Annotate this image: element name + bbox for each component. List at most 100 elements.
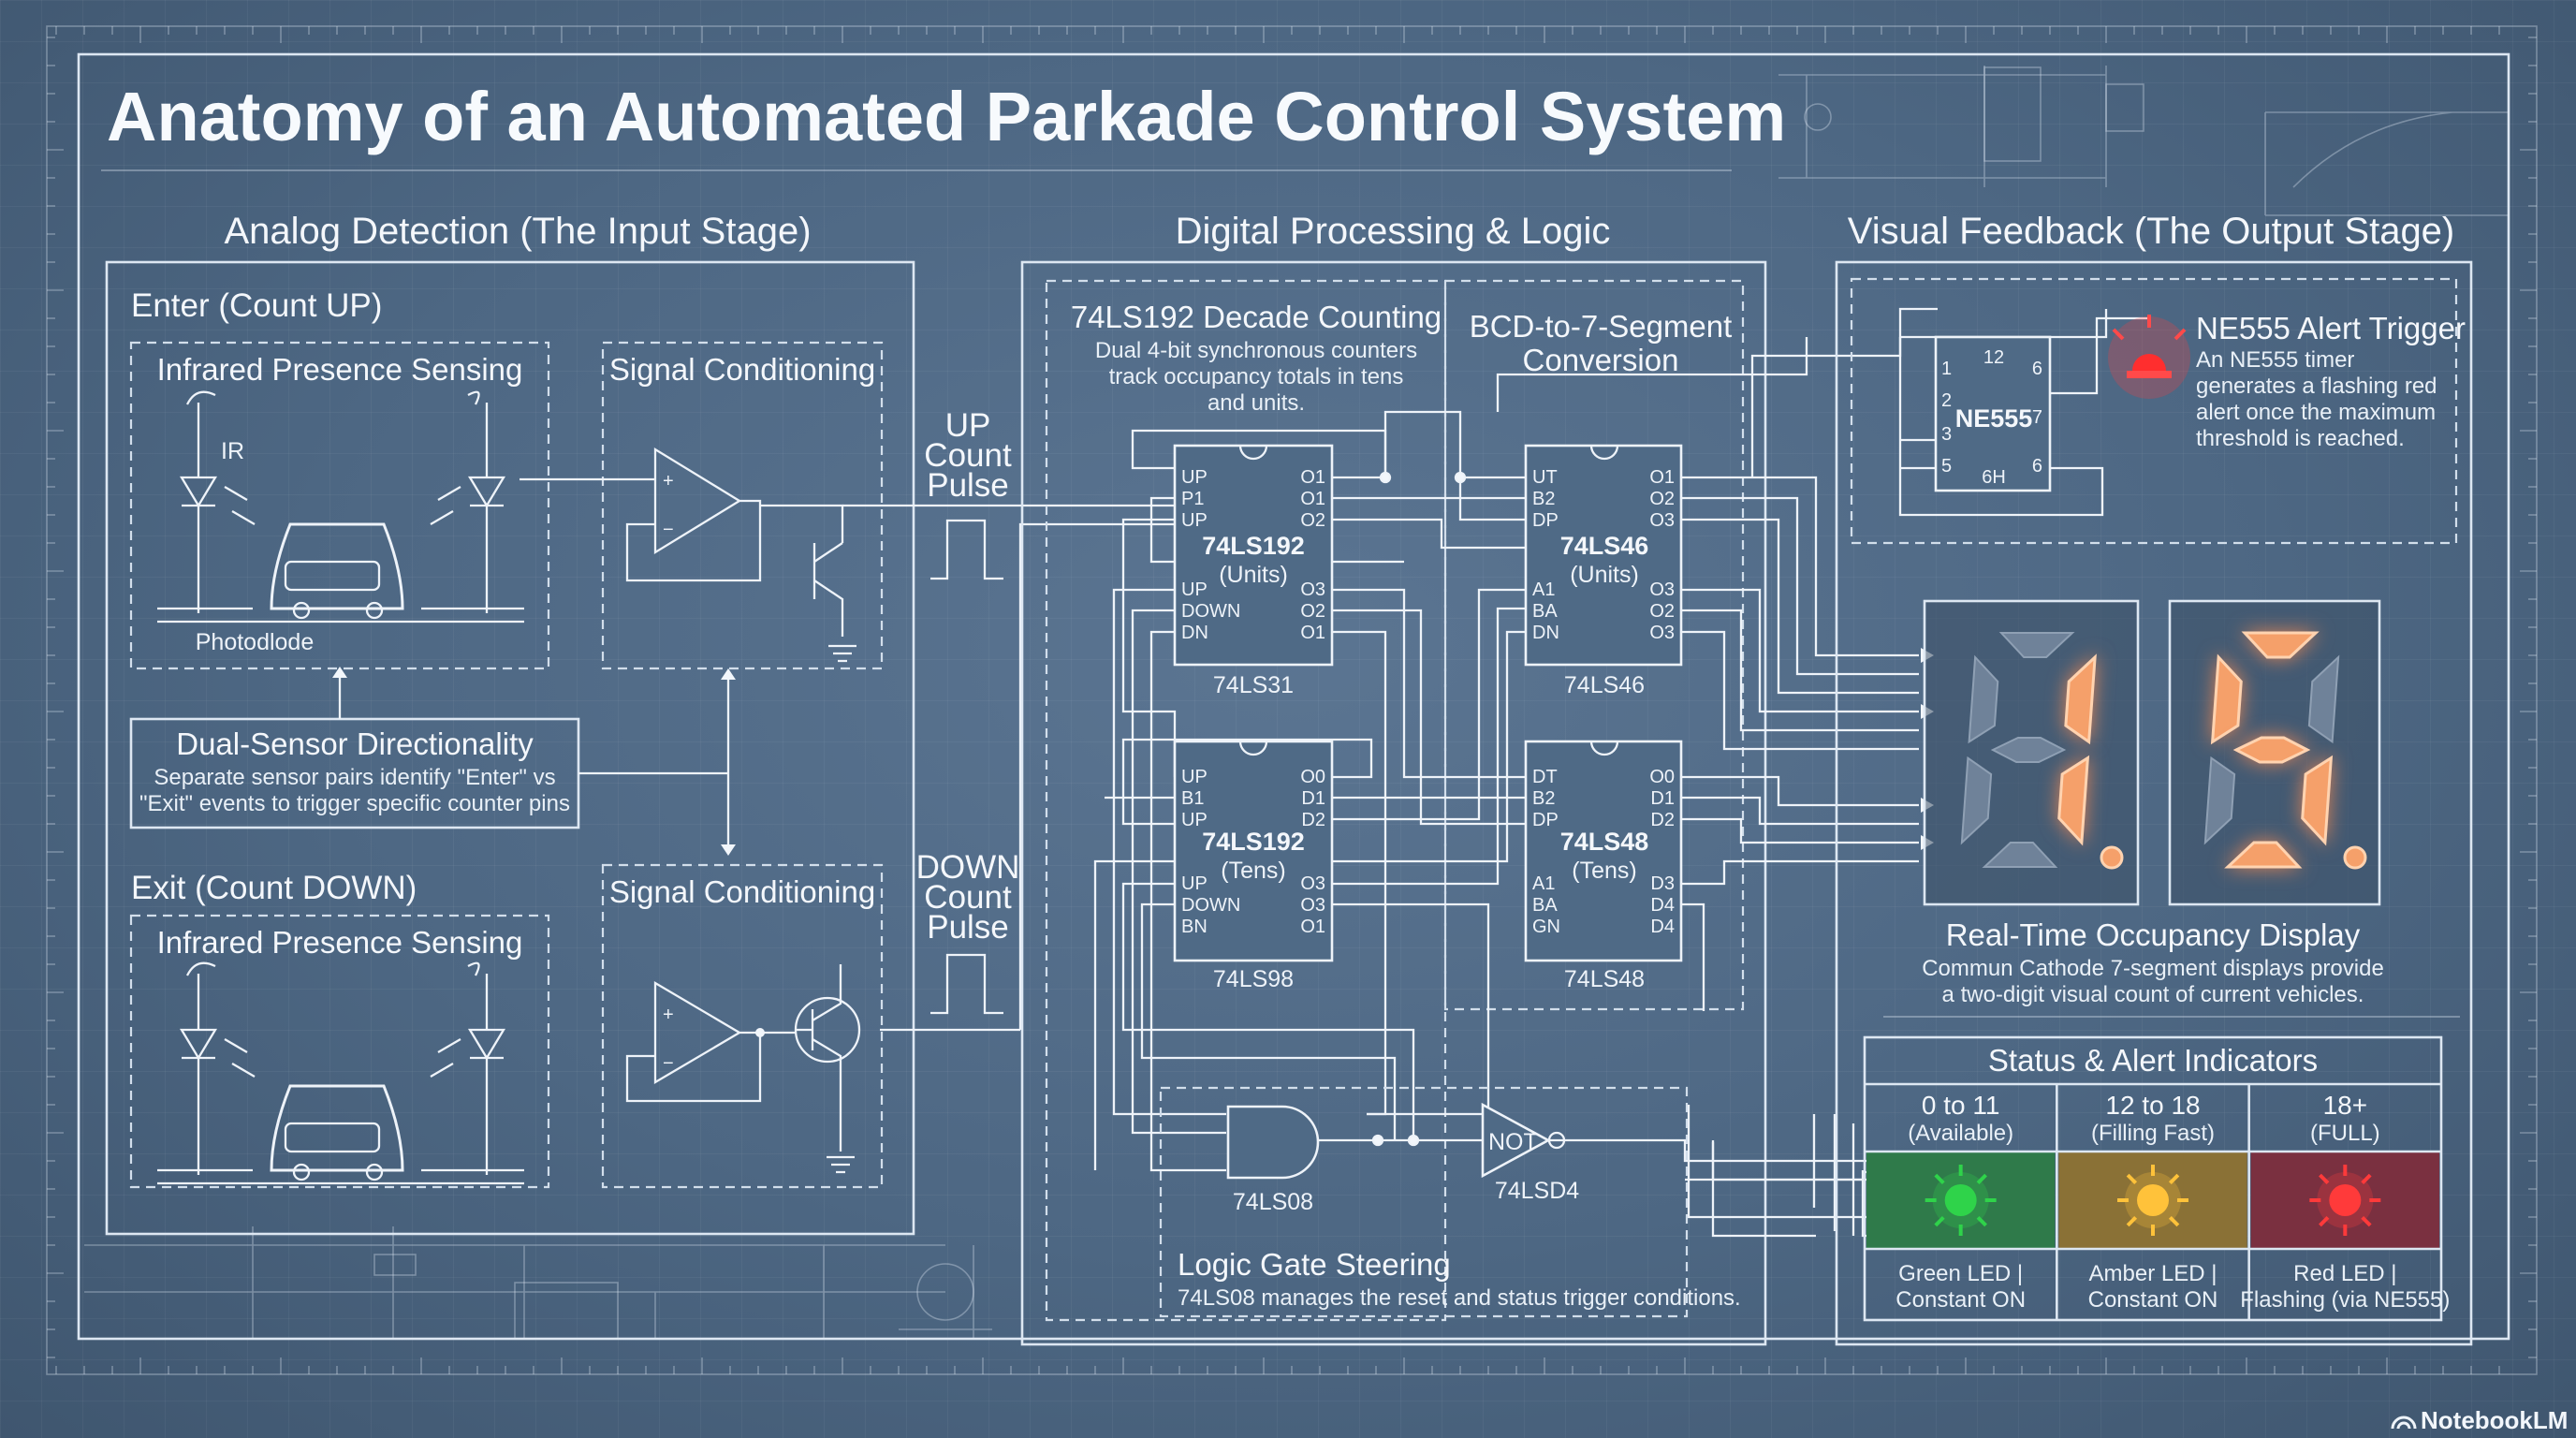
- svg-text:(Units): (Units): [1219, 562, 1288, 588]
- svg-text:B2: B2: [1532, 489, 1555, 509]
- svg-text:DOWN: DOWN: [1181, 895, 1240, 916]
- enter-ir-box: [129, 341, 550, 670]
- input-stage-frame: [105, 260, 915, 1236]
- svg-text:74LS46: 74LS46: [1564, 672, 1645, 698]
- svg-text:DP: DP: [1532, 810, 1559, 830]
- ir-label: IR: [221, 438, 244, 464]
- svg-text:A1: A1: [1532, 873, 1555, 894]
- segment-e: [2203, 756, 2236, 845]
- alert-beacon-icon: [2108, 315, 2190, 399]
- svg-text:O1: O1: [1649, 467, 1675, 488]
- svg-text:74LS48: 74LS48: [1564, 966, 1645, 992]
- segment-e: [1960, 756, 1993, 845]
- background-schematic-bottom: [84, 1226, 992, 1340]
- status-mode: Constant ON: [1895, 1287, 2026, 1313]
- svg-text:2: 2: [1941, 390, 1952, 411]
- ne555-title: NE555 Alert Trigger: [2196, 311, 2466, 345]
- svg-text:O3: O3: [1649, 580, 1675, 600]
- status-table: [1863, 1035, 2443, 1322]
- decimal-point: [2100, 845, 2124, 870]
- display-desc-1: Commun Cathode 7-segment displays provid…: [1922, 956, 2384, 981]
- status-led: Amber LED |: [2089, 1261, 2217, 1286]
- svg-text:D1: D1: [1301, 788, 1325, 809]
- svg-text:74LS192: 74LS192: [1202, 532, 1305, 560]
- status-state: (FULL): [2310, 1121, 2380, 1146]
- status-state: (Available): [1908, 1121, 2013, 1146]
- status-range: 18+: [2323, 1091, 2368, 1120]
- ruler-ticks: [47, 26, 2537, 1374]
- svg-text:P1: P1: [1181, 489, 1204, 509]
- section-input-title: Analog Detection (The Input Stage): [224, 211, 811, 252]
- counting-desc-1: Dual 4-bit synchronous counters: [1095, 338, 1417, 363]
- segment-a: [1998, 632, 2075, 658]
- steering-desc: 74LS08 manages the reset and status trig…: [1178, 1285, 1741, 1311]
- digit-units: [2203, 631, 2367, 870]
- svg-text:D4: D4: [1650, 895, 1675, 916]
- down-pulse-wave: [930, 953, 1003, 1015]
- enter-signal-title: Signal Conditioning: [609, 352, 875, 387]
- up-pulse-label-3: Pulse: [927, 467, 1009, 504]
- ne555-desc-2: generates a flashing red: [2196, 374, 2437, 399]
- svg-text:UT: UT: [1532, 467, 1558, 488]
- ne555-chip: 1 2 3 5 12 6 7 6 6H NE555: [1898, 309, 2149, 517]
- svg-text:GN: GN: [1532, 917, 1560, 937]
- svg-text:UP: UP: [1181, 467, 1208, 488]
- exit-opamp: +−: [625, 964, 1020, 1174]
- svg-text:D1: D1: [1650, 788, 1675, 809]
- status-range: 0 to 11: [1922, 1091, 2000, 1120]
- enter-opamp: +−: [520, 447, 856, 663]
- steering-title: Logic Gate Steering: [1178, 1247, 1451, 1282]
- notebooklm-logo: NotebookLM: [2391, 1406, 2568, 1434]
- ne555-desc-3: alert once the maximum: [2196, 400, 2436, 425]
- svg-text:3: 3: [1941, 424, 1952, 445]
- section-output-title: Visual Feedback (The Output Stage): [1848, 211, 2455, 252]
- exit-title: Exit (Count DOWN): [131, 870, 417, 906]
- svg-text:74LS08: 74LS08: [1233, 1189, 1313, 1215]
- counter-units-chip: 74LS192 (Units) UP P1 UP UP DOWN DN O1 O…: [1173, 444, 1334, 698]
- exit-signal-box: [601, 863, 884, 1189]
- display-title: Real-Time Occupancy Display: [1946, 917, 2361, 952]
- svg-text:D4: D4: [1650, 917, 1675, 937]
- status-led-icon: [2309, 1165, 2381, 1236]
- svg-text:O3: O3: [1649, 510, 1675, 531]
- svg-text:UP: UP: [1181, 810, 1208, 830]
- decoder-units-chip: 74LS46 (Units) UT B2 DP A1 BA DN O1 O2 O…: [1524, 444, 1683, 698]
- svg-text:DOWN: DOWN: [1181, 601, 1240, 622]
- svg-text:74LS48: 74LS48: [1560, 828, 1649, 856]
- ne555-desc-4: threshold is reached.: [2196, 426, 2405, 451]
- down-pulse-label-1: DOWN: [916, 849, 1020, 886]
- dual-sensor-arrows: [338, 670, 730, 854]
- svg-text:D2: D2: [1301, 810, 1325, 830]
- svg-text:DN: DN: [1532, 623, 1559, 643]
- svg-text:A1: A1: [1532, 580, 1555, 600]
- enter-ir-title: Infrared Presence Sensing: [157, 352, 523, 387]
- down-pulse-label-2: Count: [924, 879, 1012, 916]
- exit-signal-title: Signal Conditioning: [609, 874, 875, 909]
- svg-text:DP: DP: [1532, 510, 1559, 531]
- svg-text:NotebookLM: NotebookLM: [2421, 1406, 2568, 1434]
- svg-text:O1: O1: [1300, 467, 1325, 488]
- bcd-title-1: BCD-to-7-Segment: [1470, 309, 1733, 344]
- not-gate: NOT 74LSD4: [1481, 1102, 1579, 1204]
- photodiode-label: Photodlode: [196, 629, 315, 655]
- svg-text:O2: O2: [1649, 489, 1675, 509]
- segment-c: [2301, 755, 2334, 846]
- svg-text:UP: UP: [1181, 580, 1208, 600]
- exit-ir-title: Infrared Presence Sensing: [157, 925, 523, 960]
- svg-text:O2: O2: [1649, 601, 1675, 622]
- counting-title: 74LS192 Decade Counting: [1071, 300, 1442, 334]
- enter-title: Enter (Count UP): [131, 287, 382, 324]
- decimal-point: [2343, 845, 2367, 870]
- svg-text:(Tens): (Tens): [1221, 858, 1285, 884]
- svg-text:DN: DN: [1181, 623, 1208, 643]
- ne555-desc-1: An NE555 timer: [2196, 347, 2354, 373]
- up-pulse-wave: [930, 519, 1003, 580]
- bcd-title-2: Conversion: [1523, 343, 1679, 377]
- svg-text:D2: D2: [1650, 810, 1675, 830]
- svg-text:74LS31: 74LS31: [1213, 672, 1294, 698]
- svg-text:6: 6: [2032, 359, 2042, 379]
- status-mode: Constant ON: [2088, 1287, 2218, 1313]
- status-mode: Flashing (via NE555): [2240, 1287, 2450, 1313]
